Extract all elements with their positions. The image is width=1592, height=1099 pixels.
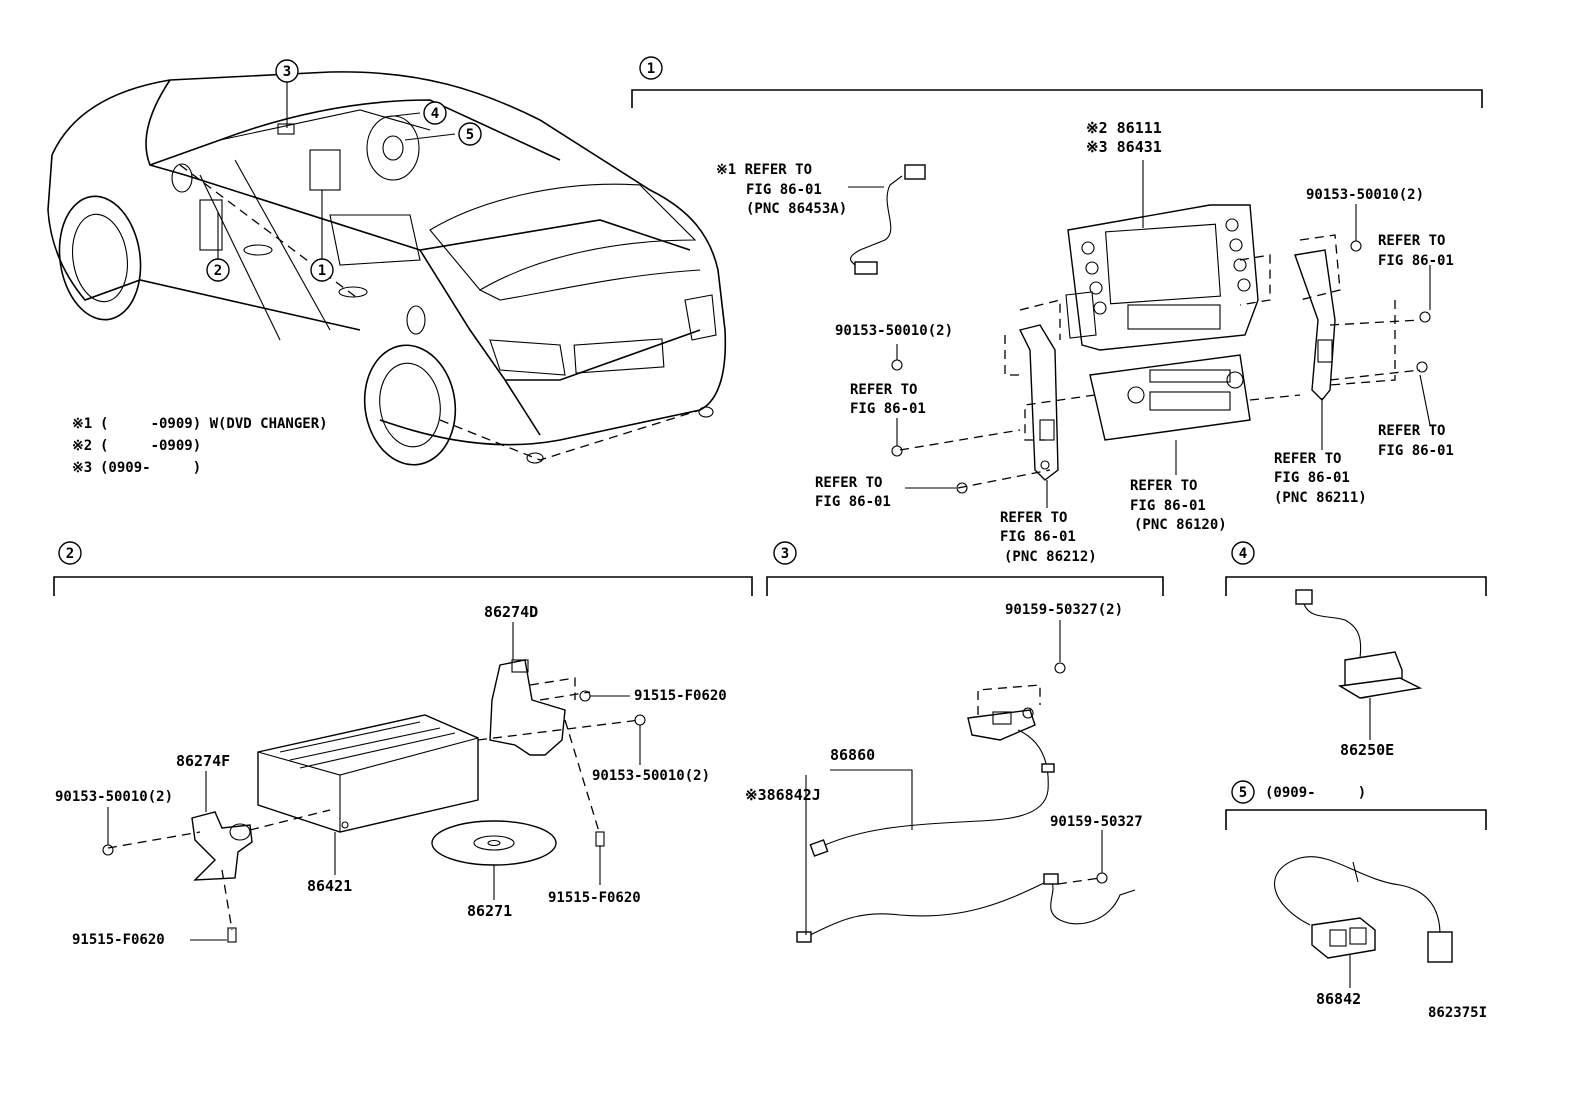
label-refer-86211-2: FIG 86-01 [1274,470,1350,486]
label-90153-left: 90153-50010(2) [55,789,173,805]
label-refer-right-bottom-1: REFER TO [1378,423,1445,439]
bracket-86274f [191,811,253,881]
section-5: 5 (0909- ) 86842 [1225,780,1487,1008]
section-1: 1 [631,56,1483,565]
antenna-amplifier [967,707,1036,741]
av-cable [850,164,926,275]
section-2-number: 2 [66,546,74,562]
svg-text:5: 5 [466,127,474,143]
label-refer-left-mid-2: FIG 86-01 [850,401,926,417]
label-bolt-90153-left: 90153-50010(2) [835,323,953,339]
svg-text:1: 1 [318,263,326,279]
bolts [891,240,1431,494]
label-cable-refer-1: ※1 REFER TO [716,162,812,178]
dvd-disc [431,820,557,866]
svg-text:2: 2 [214,263,222,279]
label-86842j: ※386842J [745,786,821,804]
car-callout-1: 1 [310,258,334,282]
note-3-text: (0909- ) [100,460,201,476]
section-5-note: (0909- ) [1265,785,1366,801]
label-refer-86211-3: (PNC 86211) [1274,490,1367,506]
label-86271: 86271 [467,902,512,920]
label-86274d: 86274D [484,603,538,621]
usb-adapter-cable [1274,856,1453,963]
note-1-text: ( -0909) W(DVD CHANGER) [100,416,328,432]
label-refer-left-bottom-1: REFER TO [815,475,882,491]
label-91515-bottom-right: 91515-F0620 [548,890,641,906]
left-bracket [1018,324,1059,481]
car-callout-2: 2 [206,258,230,282]
svg-text:3: 3 [283,64,291,80]
label-91515-top: 91515-F0620 [634,688,727,704]
section-4-number: 4 [1239,546,1247,562]
label-refer-right-bottom-2: FIG 86-01 [1378,443,1454,459]
label-86842: 86842 [1316,990,1361,1008]
section-5-number: 5 [1239,785,1247,801]
bracket-86274d [489,659,566,756]
dvd-changer [257,714,479,833]
right-bracket [1294,249,1336,402]
label-refer-left-mid-1: REFER TO [850,382,917,398]
audio-unit [1089,354,1251,441]
label-refer-86120-2: FIG 86-01 [1130,498,1206,514]
label-refer-86212-2: FIG 86-01 [1000,529,1076,545]
section-2: 2 [53,541,753,948]
bluetooth-module [1295,589,1423,699]
car-callout-4: 4 [423,101,447,125]
label-refer-right-top-2: FIG 86-01 [1378,253,1454,269]
label-86860: 86860 [830,746,875,764]
notes: ※1 ( -0909) W(DVD CHANGER) ※2 ( -0909) ※… [72,416,328,476]
antenna-cables [796,729,1136,943]
svg-text:4: 4 [431,106,439,122]
section-1-number: 1 [647,61,655,77]
label-86274f: 86274F [176,752,230,770]
label-86431: ※3 86431 [1086,138,1162,156]
label-86421: 86421 [307,877,352,895]
label-90159-bottom: 90159-50327 [1050,814,1143,830]
label-refer-86120-3: (PNC 86120) [1134,517,1227,533]
note-1-mark: ※1 [72,416,92,432]
label-90159-top: 90159-50327(2) [1005,602,1123,618]
label-cable-refer-2: FIG 86-01 [746,182,822,198]
note-3-mark: ※3 [72,460,92,476]
car-callout-5: 5 [458,122,482,146]
label-refer-86120-1: REFER TO [1130,478,1197,494]
label-bolt-90153-right: 90153-50010(2) [1306,187,1424,203]
label-cable-refer-3: (PNC 86453A) [746,201,847,217]
section-4: 4 86250E [1225,541,1487,759]
label-refer-86211-1: REFER TO [1274,451,1341,467]
label-refer-86212-1: REFER TO [1000,510,1067,526]
note-2-text: ( -0909) [100,438,201,454]
label-86111: ※2 86111 [1086,119,1162,137]
car-callout-3: 3 [275,59,299,83]
label-refer-right-top-1: REFER TO [1378,233,1445,249]
section-3-number: 3 [781,546,789,562]
label-91515-bottom-left: 91515-F0620 [72,932,165,948]
section-3: 3 90159-50327(2) 86860 ※38684 [745,541,1164,943]
label-refer-left-bottom-2: FIG 86-01 [815,494,891,510]
note-2-mark: ※2 [72,438,92,454]
car-illustration [47,71,727,466]
figure-id: 862375I [1428,1005,1487,1021]
label-refer-86212-3: (PNC 86212) [1004,549,1097,565]
display-unit [1065,204,1259,351]
label-90153-right: 90153-50010(2) [592,768,710,784]
label-86250e: 86250E [1340,741,1394,759]
